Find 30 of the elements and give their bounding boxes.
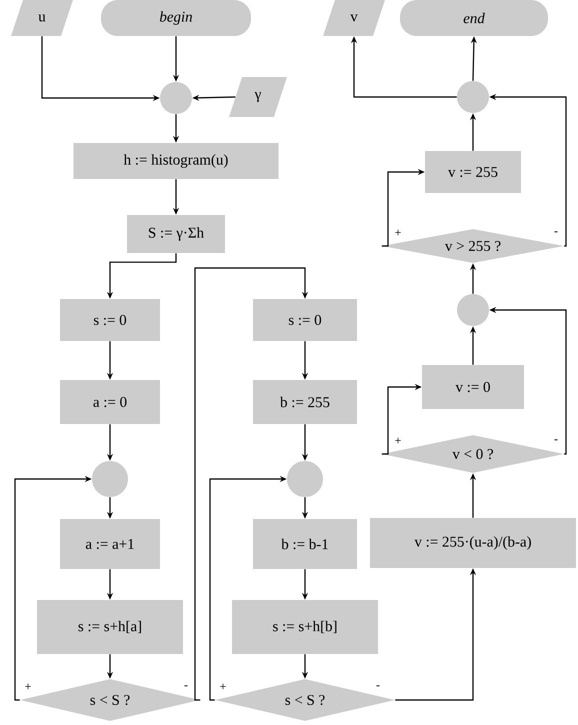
process-box: h := histogram(u) bbox=[74, 143, 278, 179]
connector-circle bbox=[92, 461, 128, 497]
edge-label: + bbox=[219, 683, 227, 691]
process-box: S := γ·Σh bbox=[127, 215, 225, 253]
edge-label: - bbox=[554, 438, 558, 444]
process-box: a := a+1 bbox=[60, 519, 160, 569]
io-parallelogram: v bbox=[323, 0, 385, 36]
process-box: v := 255·(u-a)/(b-a) bbox=[370, 518, 576, 568]
io-parallelogram: u bbox=[11, 0, 73, 36]
io-parallelogram: γ bbox=[229, 77, 287, 117]
connector-circle bbox=[287, 461, 323, 497]
process-box: s := 0 bbox=[253, 299, 357, 341]
process-box: b := 255 bbox=[253, 380, 357, 424]
edge-label: - bbox=[554, 230, 558, 236]
connector-circle bbox=[457, 294, 489, 326]
edge-label: + bbox=[24, 683, 32, 691]
process-box: s := s+h[a] bbox=[37, 600, 183, 654]
edge-label: - bbox=[376, 684, 380, 690]
connector-circle bbox=[160, 82, 192, 114]
edge-label: - bbox=[184, 684, 188, 690]
process-box: a := 0 bbox=[60, 380, 160, 424]
process-box: s := s+h[b] bbox=[232, 600, 378, 654]
connector-circle bbox=[457, 81, 489, 113]
process-box: v := 255 bbox=[425, 151, 521, 193]
process-box: v := 0 bbox=[422, 365, 524, 409]
arrow bbox=[194, 267, 308, 701]
process-box: s := 0 bbox=[60, 299, 160, 341]
edge-label: + bbox=[394, 229, 402, 237]
process-box: b := b-1 bbox=[253, 519, 357, 569]
edge-label: + bbox=[394, 437, 402, 445]
